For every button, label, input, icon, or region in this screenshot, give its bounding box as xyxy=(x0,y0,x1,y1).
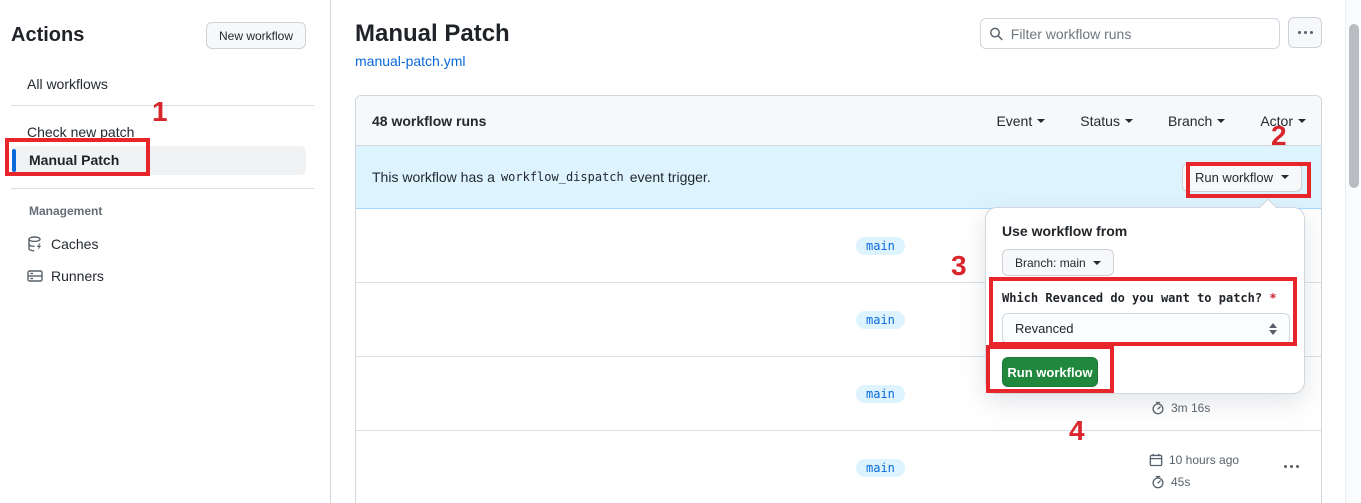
run-date: 10 hours ago xyxy=(1149,453,1239,467)
stopwatch-icon xyxy=(1152,475,1164,489)
sidebar-item-runners[interactable]: Runners xyxy=(27,268,104,284)
search-input[interactable] xyxy=(1010,25,1271,42)
runs-card-header: 48 workflow runs Event Status Branch Act… xyxy=(356,96,1321,146)
filter-branch[interactable]: Branch xyxy=(1168,113,1226,129)
sidebar-item-manual-patch[interactable]: Manual Patch xyxy=(12,146,306,175)
chevron-down-icon xyxy=(1298,118,1306,127)
page-scrollbar[interactable] xyxy=(1345,0,1361,503)
filter-runs-searchbox[interactable] xyxy=(980,18,1280,49)
management-section-label: Management xyxy=(29,204,103,218)
filter-status[interactable]: Status xyxy=(1080,113,1133,129)
filter-actor[interactable]: Actor xyxy=(1260,113,1306,129)
run-workflow-submit-button[interactable]: Run workflow xyxy=(1002,357,1098,387)
page-title: Manual Patch xyxy=(355,20,510,47)
calendar-icon xyxy=(1149,453,1163,467)
sidebar-divider xyxy=(11,188,314,189)
use-workflow-from-label: Use workflow from xyxy=(1002,223,1128,239)
sidebar-title: Actions xyxy=(11,24,85,46)
chevron-down-icon xyxy=(1281,175,1289,183)
revanced-input-label: Which Revanced do you want to patch? * xyxy=(1002,291,1277,305)
sidebar-item-label: Runners xyxy=(51,268,104,284)
selected-accent-bar xyxy=(12,149,16,172)
scrollbar-thumb[interactable] xyxy=(1349,24,1359,188)
revanced-select[interactable]: Revanced xyxy=(1002,313,1290,344)
filter-event[interactable]: Event xyxy=(996,113,1046,129)
sidebar-item-label: Manual Patch xyxy=(29,152,120,168)
sidebar-item-check-new-patch[interactable]: Check new patch xyxy=(27,124,135,140)
chevron-down-icon xyxy=(1037,118,1046,127)
sidebar-item-caches[interactable]: Caches xyxy=(27,236,98,252)
caches-icon xyxy=(28,236,42,252)
sidebar-divider xyxy=(11,105,314,106)
workflow-run-row[interactable]: main 10 hours ago 45s xyxy=(356,431,1321,503)
chevron-down-icon xyxy=(1092,260,1101,269)
branch-selector-button[interactable]: Branch: main xyxy=(1002,249,1114,276)
banner-text: This workflow has a workflow_dispatch ev… xyxy=(372,169,711,185)
branch-badge[interactable]: main xyxy=(856,459,905,477)
workflow-dispatch-banner: This workflow has a workflow_dispatch ev… xyxy=(356,146,1321,209)
run-filters: Event Status Branch Actor xyxy=(996,113,1306,129)
branch-badge[interactable]: main xyxy=(856,236,905,255)
stopwatch-icon xyxy=(1152,401,1164,415)
required-asterisk: * xyxy=(1269,291,1277,305)
search-icon xyxy=(990,27,1003,40)
workflow-dispatch-code: workflow_dispatch xyxy=(500,170,624,184)
kebab-icon xyxy=(1284,465,1287,468)
branch-badge[interactable]: main xyxy=(856,310,905,329)
runs-count: 48 workflow runs xyxy=(372,112,487,129)
chevron-down-icon xyxy=(1124,118,1133,127)
run-workflow-dropdown-button[interactable]: Run workflow xyxy=(1181,162,1302,192)
workflow-options-kebab-button[interactable] xyxy=(1288,17,1322,48)
run-workflow-panel: Use workflow from Branch: main Which Rev… xyxy=(985,198,1305,394)
workflow-file-link[interactable]: manual-patch.yml xyxy=(355,53,466,69)
run-duration: 45s xyxy=(1151,475,1190,489)
runners-icon xyxy=(27,270,43,282)
sidebar-item-label: Caches xyxy=(51,236,99,252)
sidebar-item-all-workflows[interactable]: All workflows xyxy=(27,76,108,92)
kebab-icon xyxy=(1297,31,1301,34)
workflows-sidebar: Actions New workflow All workflows Check… xyxy=(0,0,331,503)
run-options-kebab-button[interactable] xyxy=(1280,461,1303,472)
updown-arrows-icon xyxy=(1269,319,1277,339)
branch-badge[interactable]: main xyxy=(856,384,905,403)
chevron-down-icon xyxy=(1217,118,1226,127)
new-workflow-button[interactable]: New workflow xyxy=(206,22,306,49)
run-duration: 3m 16s xyxy=(1151,401,1210,415)
